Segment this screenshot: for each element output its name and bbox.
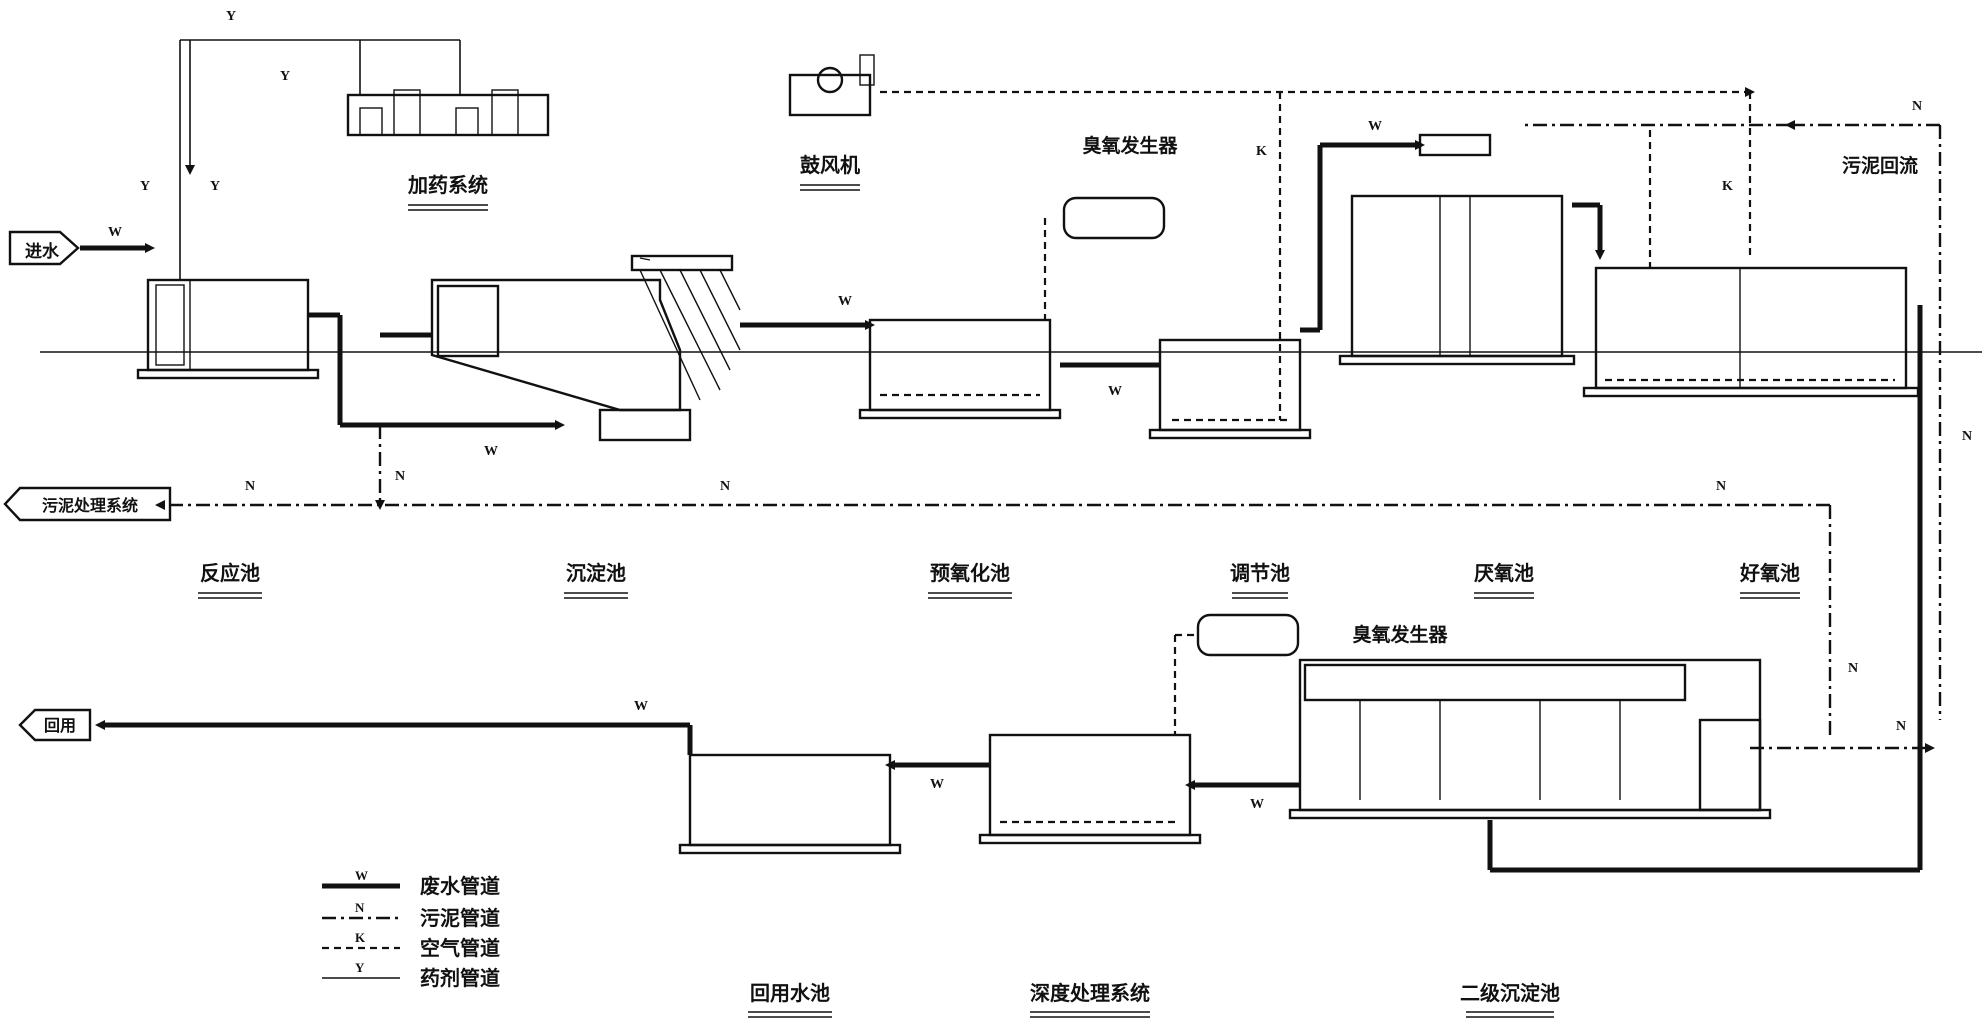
- legend-label-w: 废水管道: [420, 874, 500, 898]
- advanced-treatment-tank: [978, 733, 1202, 845]
- tag-y-1: Y: [226, 9, 236, 24]
- tag-w-anoxic: W: [1368, 119, 1382, 134]
- secondary-label: 二级沉淀池: [1460, 981, 1560, 1005]
- ozone-generator-2: [1173, 613, 1300, 735]
- tag-w-inflow: W: [108, 225, 122, 240]
- legend-code-w: W: [355, 868, 368, 883]
- sludge-system-label: 污泥处理系统: [42, 496, 138, 515]
- secondary-sedimentation-tank: [1288, 658, 1772, 820]
- incline-plates: [630, 254, 741, 401]
- reaction-label: 反应池: [200, 561, 260, 585]
- reuse-pool-label: 回用水池: [750, 981, 830, 1005]
- blower: [788, 54, 875, 117]
- anoxic-label: 厌氧池: [1474, 561, 1534, 585]
- ozone2-label: 臭氧发生器: [1352, 623, 1448, 646]
- tag-n-3: N: [1716, 479, 1726, 494]
- tag-w-sec: W: [1250, 797, 1264, 812]
- pipes-wastewater-top: [80, 140, 1605, 430]
- tag-w-adv: W: [930, 777, 944, 792]
- advanced-label: 深度处理系统: [1030, 981, 1150, 1005]
- aerobic-tank: [1582, 266, 1920, 398]
- aerobic-label: 好氧池: [1739, 561, 1800, 585]
- legend: W 废水管道 N 污泥管道 K 空气管道 Y 药剂管道: [322, 868, 500, 990]
- dosing-system: [346, 89, 550, 137]
- sedimentation-tank: [430, 254, 741, 442]
- tag-n-4: N: [395, 469, 405, 484]
- legend-code-y: Y: [355, 960, 365, 975]
- reuse-out-box: [18, 708, 92, 742]
- legend-label-y: 药剂管道: [420, 966, 500, 990]
- tag-k-1: K: [1256, 144, 1267, 159]
- legend-code-n: N: [355, 900, 365, 915]
- tag-y-4: Y: [210, 179, 220, 194]
- pipes-air: [880, 87, 1755, 420]
- ozone-generator-1: [1062, 196, 1166, 240]
- label-underlines: [198, 184, 1800, 1018]
- legend-code-k: K: [355, 930, 366, 945]
- regulating-label: 调节池: [1230, 561, 1290, 585]
- preoxidation-label: 预氧化池: [930, 561, 1010, 585]
- tag-w-sed: W: [484, 444, 498, 459]
- inflow-box: [8, 230, 80, 266]
- tag-n-5: N: [1848, 661, 1858, 676]
- tag-w-reuse: W: [634, 699, 648, 714]
- anoxic-tank: [1338, 133, 1576, 366]
- reuse-out-label: 回用: [44, 716, 76, 735]
- dosing-label: 加药系统: [407, 173, 488, 197]
- tag-n-1: N: [245, 479, 255, 494]
- tag-y-3: Y: [140, 179, 150, 194]
- legend-label-n: 污泥管道: [420, 906, 500, 930]
- inflow-label: 进水: [25, 241, 60, 262]
- sedimentation-label: 沉淀池: [566, 561, 626, 585]
- tag-n-6: N: [1896, 719, 1906, 734]
- preoxidation-tank: [858, 318, 1062, 420]
- tag-n-2: N: [720, 479, 730, 494]
- pipes-sludge: [155, 120, 1942, 753]
- reuse-pool-tank: [678, 753, 902, 855]
- pipes-chemical: [179, 39, 461, 280]
- pipes-wastewater-bottom: [95, 720, 1300, 790]
- tag-w-reg: W: [1108, 384, 1122, 399]
- tag-w-preox: W: [838, 294, 852, 309]
- blower-label: 鼓风机: [800, 153, 860, 177]
- sludge-return-label: 污泥回流: [1842, 154, 1918, 177]
- ozone1-label: 臭氧发生器: [1082, 134, 1178, 157]
- legend-label-k: 空气管道: [420, 936, 500, 960]
- tag-n-7: N: [1962, 429, 1972, 444]
- sludge-system-box: [3, 486, 172, 522]
- regulating-tank: [1148, 338, 1312, 440]
- tag-y-2: Y: [280, 69, 290, 84]
- pipes-wastewater-right: [1487, 305, 1923, 873]
- tag-k-2: K: [1722, 179, 1733, 194]
- reaction-tank: [136, 278, 320, 380]
- tag-n-return: N: [1912, 99, 1922, 114]
